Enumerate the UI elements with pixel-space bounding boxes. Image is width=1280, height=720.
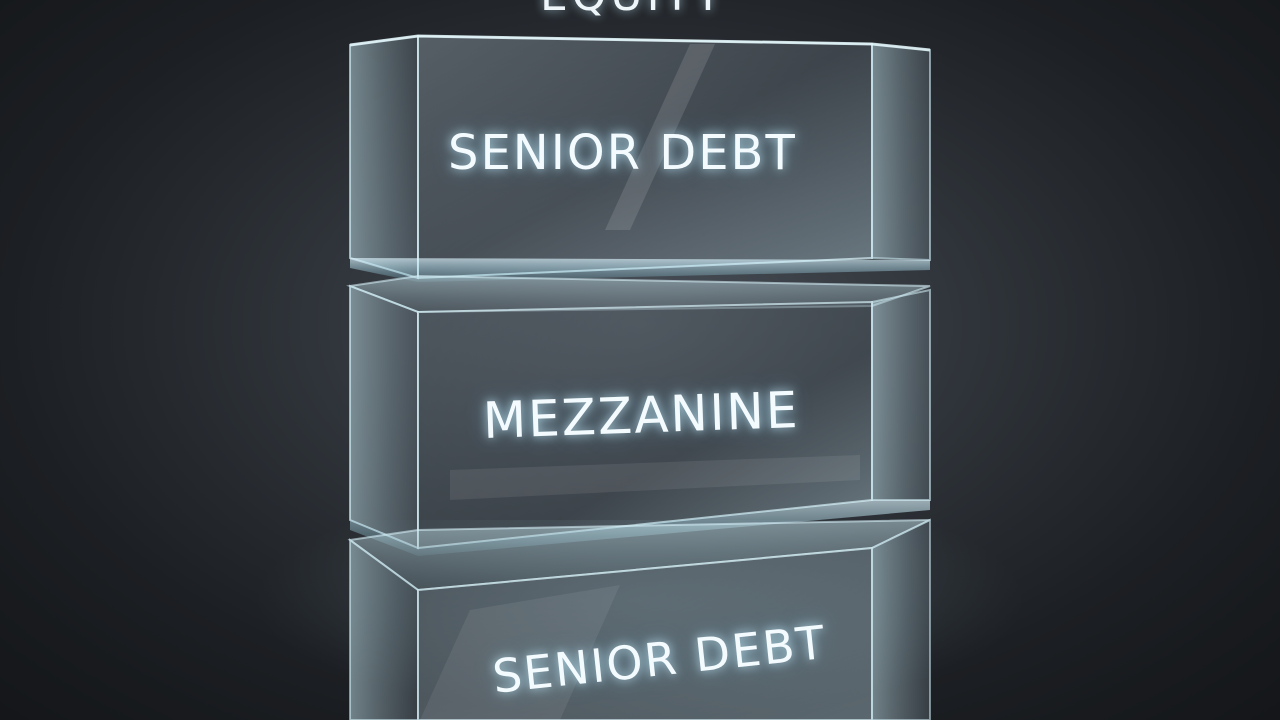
senior-debt-label: SENIOR DEBT <box>448 125 797 181</box>
top-partial-label: EQUITY <box>540 0 725 21</box>
